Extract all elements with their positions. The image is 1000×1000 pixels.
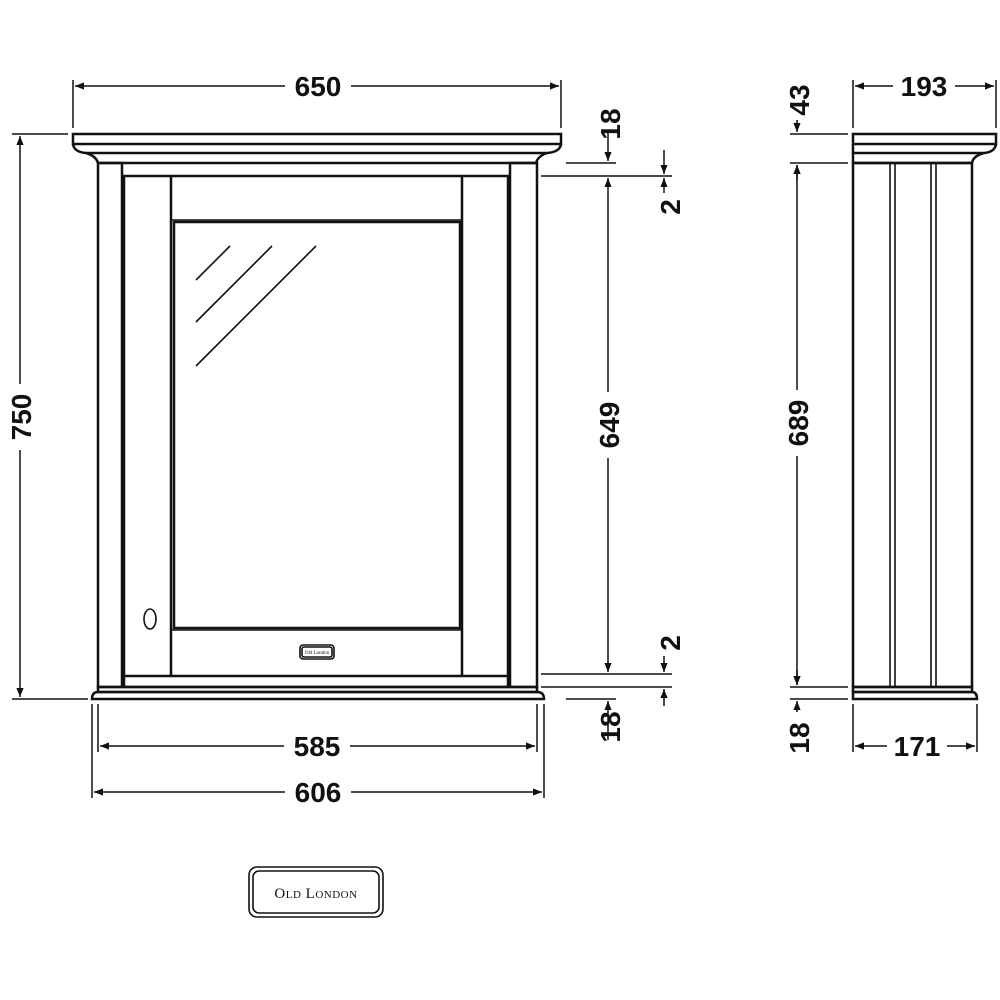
front-view: Old London — [71, 132, 563, 701]
logo-text: Old London — [274, 886, 357, 902]
door-frame — [122, 174, 510, 689]
mirror-glass — [172, 220, 462, 630]
front-dimensions: 650 750 585 606 18 649 18 — [4, 70, 686, 808]
door-badge-text: Old London — [305, 651, 330, 656]
side-plinth — [851, 690, 979, 701]
dim-side-body-height: 689 — [783, 400, 814, 447]
side-cornice-top — [851, 132, 998, 146]
dim-overall-width: 650 — [295, 71, 342, 102]
dim-overall-height: 750 — [6, 394, 37, 441]
dim-door-height: 649 — [594, 402, 625, 449]
front-left-pilaster — [96, 161, 124, 689]
dim-top-gap: 2 — [655, 199, 686, 215]
dim-side-cornice-height: 43 — [784, 84, 815, 115]
dim-bottom-gap: 2 — [655, 635, 686, 651]
glass-reflection-2 — [195, 245, 273, 323]
front-right-pilaster — [508, 161, 539, 689]
side-cornice-cove — [851, 151, 985, 165]
door-brand-badge: Old London — [299, 644, 335, 660]
front-cornice-top — [71, 132, 563, 146]
dim-side-top-depth: 193 — [901, 71, 948, 102]
glass-reflection-3 — [195, 245, 317, 367]
dim-side-base-depth: 171 — [894, 731, 941, 762]
dim-cornice-height: 18 — [595, 108, 626, 139]
glass-reflection-1 — [195, 245, 231, 281]
dim-side-plinth-height: 18 — [784, 722, 815, 753]
front-cornice-moulding — [71, 143, 563, 155]
front-cornice-cove — [85, 151, 548, 165]
side-view — [851, 132, 998, 701]
old-london-logo: Old London — [248, 866, 384, 918]
front-plinth — [90, 690, 546, 701]
side-body — [851, 161, 974, 689]
side-dimensions: 193 43 689 18 171 — [783, 70, 997, 762]
dim-base-width: 606 — [295, 777, 342, 808]
dim-plinth-height: 18 — [595, 711, 626, 742]
side-cornice-moulding — [851, 143, 998, 155]
door-knob — [143, 608, 157, 630]
dim-cabinet-width: 585 — [294, 731, 341, 762]
